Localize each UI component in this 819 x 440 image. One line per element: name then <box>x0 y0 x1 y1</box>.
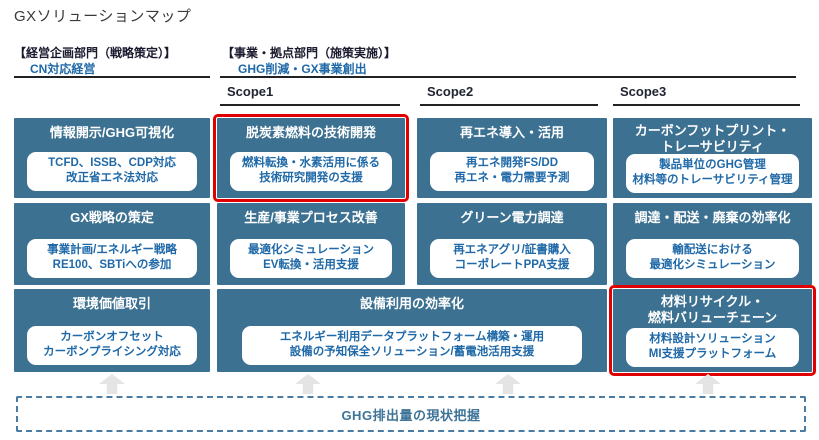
divider-scope3 <box>613 104 800 106</box>
box-title: 生産/事業プロセス改善 <box>244 210 378 225</box>
divider-operations <box>220 76 796 78</box>
up-arrow-icon <box>295 374 321 394</box>
box-services: 製品単位のGHG管理 材料等のトレーサビリティ管理 <box>626 153 799 193</box>
dept-header-operations: 【事業・拠点部門（施策実施）】 <box>222 46 397 60</box>
box-services: カーボンオフセット カーボンプライシング対応 <box>27 325 197 365</box>
box-services: 再エネ開発FS/DD 再エネ・電力需要予測 <box>430 151 594 191</box>
box-services: 材料設計ソリューション MI支援プラットフォーム <box>626 327 799 367</box>
scope3-label: Scope3 <box>620 84 667 99</box>
box-title: グリーン電力調達 <box>460 210 564 225</box>
box-equipment-efficiency: 設備利用の効率化 エネルギー利用データプラットフォーム構築・運用 設備の予知保全… <box>217 289 607 372</box>
box-services: 最適化シミュレーション EV転換・活用支援 <box>230 238 392 278</box>
box-decarbonized-fuel-highlighted: 脱炭素燃料の技術開発 燃料転換・水素活用に係る 技術研究開発の支援 <box>213 114 409 202</box>
box-logistics-efficiency: 調達・配送・廃棄の効率化 輸配送における 最適化シミュレーション <box>613 203 812 285</box>
ghg-baseline-box: GHG排出量の現状把握 <box>16 396 806 432</box>
dept-subtitle-cn: CN対応経営 <box>30 62 96 76</box>
box-process-improvement: 生産/事業プロセス改善 最適化シミュレーション EV転換・活用支援 <box>217 203 405 285</box>
box-information-disclosure: 情報開示/GHG可視化 TCFD、ISSB、CDP対応 改正省エネ法対応 <box>14 118 210 198</box>
box-services: 再エネアグリ/証書購入 コーポレートPPA支援 <box>430 238 594 278</box>
box-title: 調達・配送・廃棄の効率化 <box>634 210 791 225</box>
box-services: 燃料転換・水素活用に係る 技術研究開発の支援 <box>230 151 392 191</box>
box-green-power: グリーン電力調達 再エネアグリ/証書購入 コーポレートPPA支援 <box>417 203 607 285</box>
box-gx-strategy: GX戦略の策定 事業計画/エネルギー戦略 RE100、SBTiへの参加 <box>14 203 210 285</box>
box-renewable-energy: 再エネ導入・活用 再エネ開発FS/DD 再エネ・電力需要予測 <box>417 118 607 198</box>
scope1-label: Scope1 <box>227 84 274 99</box>
box-services: 輸配送における 最適化シミュレーション <box>626 238 799 278</box>
box-services: TCFD、ISSB、CDP対応 改正省エネ法対応 <box>27 151 197 191</box>
box-title: カーボンフットプリント・ トレーサビリティ <box>634 123 791 155</box>
divider-scope1 <box>220 104 400 106</box>
up-arrow-icon <box>99 374 125 394</box>
ghg-baseline-label: GHG排出量の現状把握 <box>341 407 481 423</box>
divider-planning <box>14 76 210 78</box>
box-material-recycle-highlighted: 材料リサイクル・ 燃料バリューチェーン 材料設計ソリューション MI支援プラット… <box>609 285 816 376</box>
box-title: 材料リサイクル・ 燃料バリューチェーン <box>647 294 778 326</box>
box-services: 事業計画/エネルギー戦略 RE100、SBTiへの参加 <box>27 238 197 278</box>
box-services: エネルギー利用データプラットフォーム構築・運用 設備の予知保全ソリューション/蓄… <box>242 325 582 365</box>
dept-subtitle-ghg: GHG削減・GX事業創出 <box>238 62 367 76</box>
box-title: 設備利用の効率化 <box>359 296 464 311</box>
up-arrow-icon <box>495 374 521 394</box>
up-arrow-icon <box>695 374 721 394</box>
scope2-label: Scope2 <box>427 84 474 99</box>
box-carbon-footprint: カーボンフットプリント・ トレーサビリティ 製品単位のGHG管理 材料等のトレー… <box>613 118 812 198</box>
box-title: 再エネ導入・活用 <box>459 125 564 140</box>
dept-header-planning: 【経営企画部門（戦略策定）】 <box>14 46 177 60</box>
divider-scope2 <box>420 104 598 106</box>
box-title: 環境価値取引 <box>72 296 151 311</box>
box-environmental-value: 環境価値取引 カーボンオフセット カーボンプライシング対応 <box>14 289 210 372</box>
box-title: 情報開示/GHG可視化 <box>49 125 175 140</box>
box-title: 脱炭素燃料の技術開発 <box>245 125 376 140</box>
page-title: GXソリューションマップ <box>14 8 192 25</box>
box-title: GX戦略の策定 <box>70 210 154 225</box>
